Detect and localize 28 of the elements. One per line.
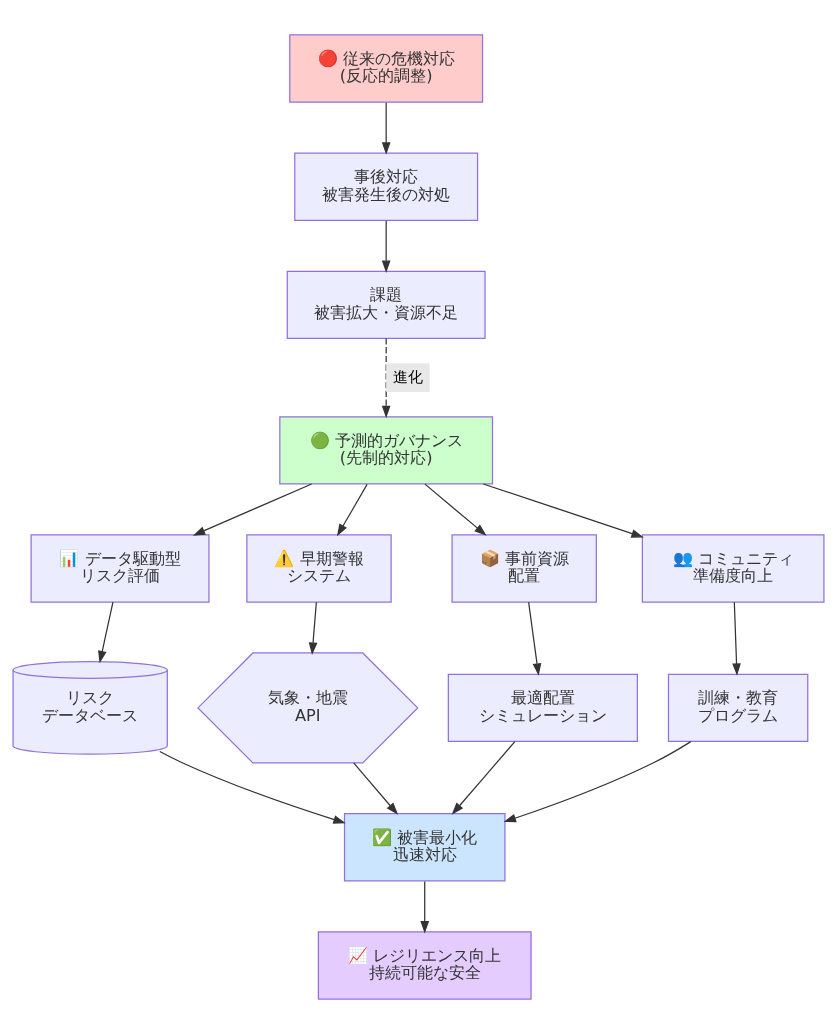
node-box: ⚠ 早期警報 システム	[246, 534, 392, 603]
arrow	[451, 740, 516, 815]
node-box: 最適配置 シミュレーション	[447, 673, 638, 743]
node-box: 📊 データ駆動型 リスク評価	[30, 534, 210, 603]
arrow	[353, 762, 399, 815]
node-box: 👥 コミュニティ 準備度向上	[641, 534, 825, 603]
arrow	[482, 483, 644, 538]
arrow	[732, 601, 741, 676]
node-box: 🟢 予測的ガバナンス (先制的対応)	[279, 416, 494, 485]
arrow	[381, 220, 391, 273]
arrow	[98, 601, 114, 664]
node-box: ✅ 被害最小化 迅速対応	[343, 813, 506, 882]
node-box: 📈 レジリエンス向上 持続可能な安全	[317, 931, 532, 1000]
arrow	[336, 483, 368, 537]
edge-label: 進化	[393, 368, 424, 387]
arrow	[420, 880, 430, 934]
arrow	[192, 483, 313, 536]
arrow	[503, 741, 692, 823]
arrow	[528, 601, 542, 676]
arrow	[424, 483, 487, 536]
node-box: 🔴 従来の危機対応 (反応的調整)	[289, 34, 484, 103]
node-box: 訓練・教育 プログラム	[667, 673, 809, 743]
arrow	[159, 750, 346, 824]
node-box: 事後対応 被害発生後の対処	[294, 152, 479, 221]
node-box: 課題 被害拡大・資源不足	[286, 270, 486, 340]
arrow	[308, 601, 318, 655]
node-box: 📦 事前資源 配置	[451, 534, 597, 603]
arrow	[381, 102, 391, 155]
